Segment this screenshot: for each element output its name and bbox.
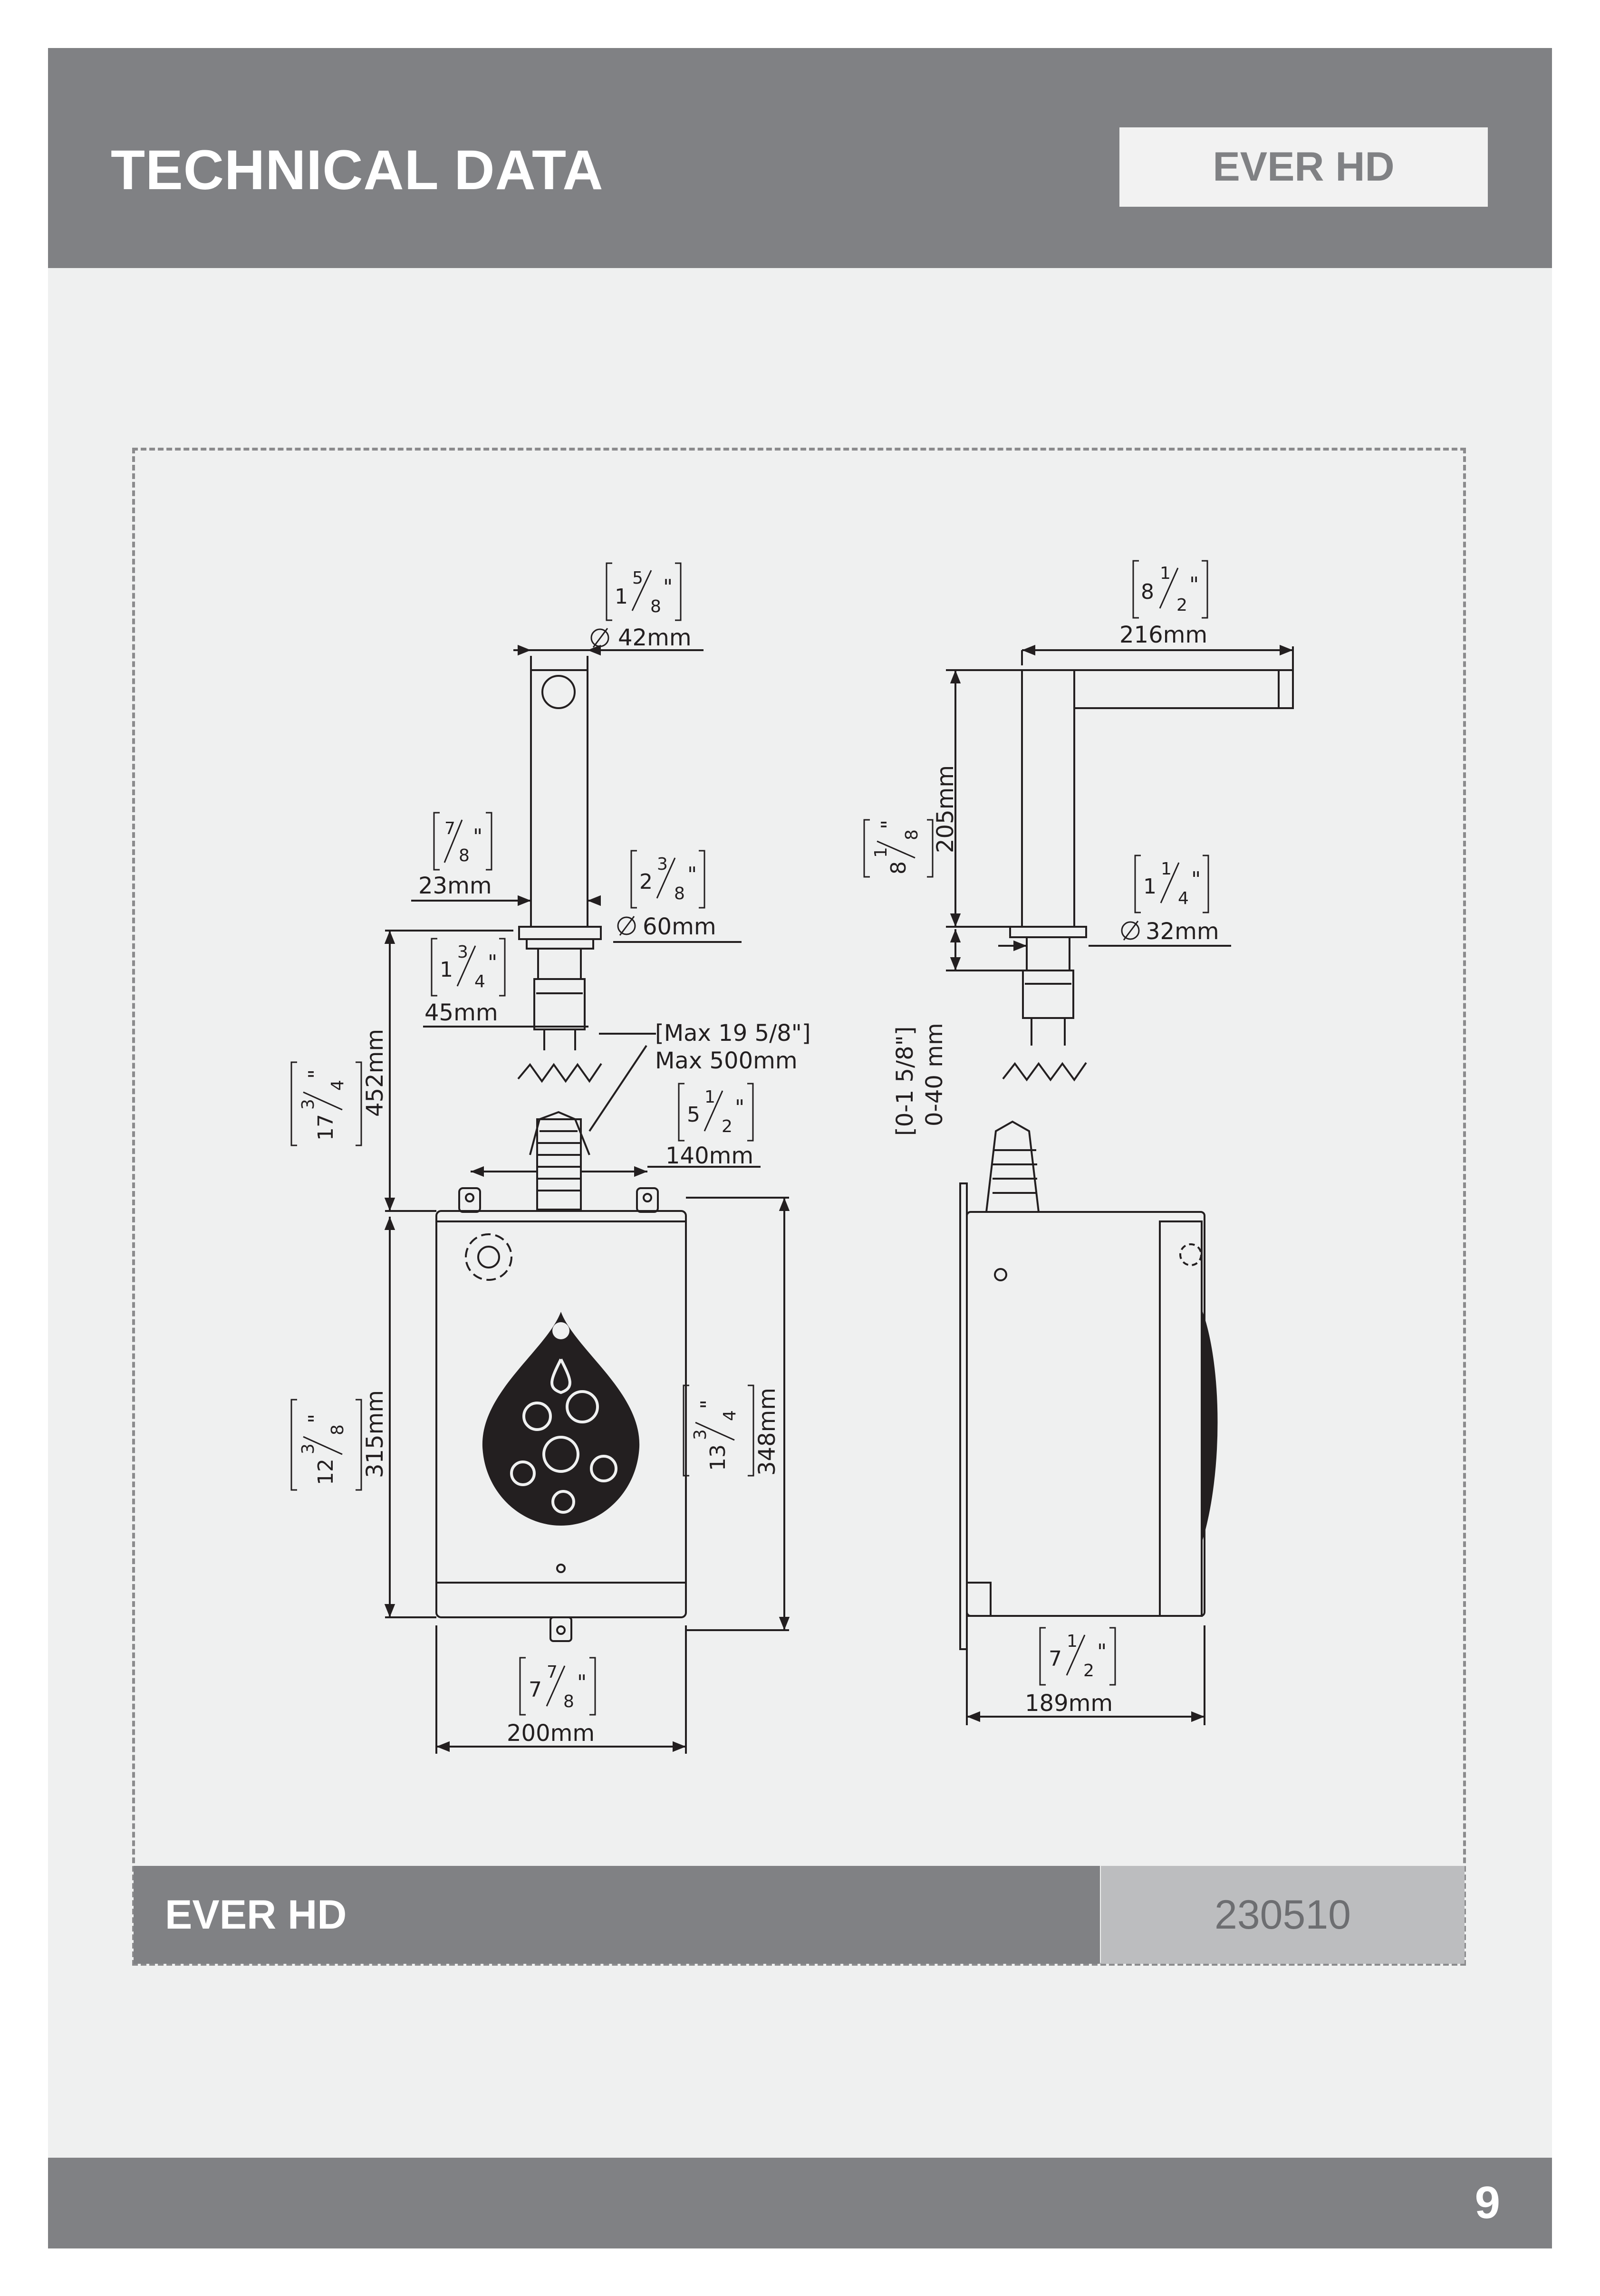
svg-text:": "	[304, 1414, 328, 1423]
svg-text:3: 3	[299, 1099, 318, 1110]
svg-text:": "	[1191, 867, 1201, 892]
svg-text:8: 8	[563, 1692, 574, 1711]
svg-text:2: 2	[1083, 1661, 1094, 1681]
svg-text:1: 1	[440, 958, 453, 982]
svg-text:1: 1	[1143, 874, 1157, 899]
svg-text:": "	[473, 825, 482, 849]
front-box	[435, 1111, 687, 1642]
svg-text:13: 13	[706, 1444, 730, 1471]
svg-text:[Max 19 5/8"]: [Max 19 5/8"]	[655, 1020, 811, 1047]
svg-text:8: 8	[328, 1424, 347, 1435]
svg-text:1: 1	[1067, 1632, 1078, 1651]
svg-text:3: 3	[691, 1429, 710, 1440]
svg-text:7: 7	[444, 819, 455, 838]
svg-text:4: 4	[474, 972, 485, 991]
svg-text:": "	[877, 820, 901, 829]
svg-text:5: 5	[687, 1103, 700, 1127]
svg-text:8: 8	[887, 861, 911, 874]
page-number: 9	[1475, 2177, 1500, 2228]
svg-text:189mm: 189mm	[1025, 1690, 1113, 1717]
svg-text:1: 1	[1161, 859, 1172, 879]
svg-text:5: 5	[632, 568, 643, 588]
svg-text:8: 8	[650, 597, 661, 616]
model-badge: EVER HD	[1119, 127, 1488, 207]
svg-text:0-40 mm: 0-40 mm	[921, 1023, 948, 1126]
svg-text:17: 17	[314, 1114, 338, 1141]
svg-text:[0-1 5/8"]: [0-1 5/8"]	[892, 1027, 918, 1136]
svg-text:8: 8	[459, 846, 470, 865]
svg-text:2: 2	[639, 870, 653, 894]
footer-model-bar: EVER HD	[134, 1866, 1100, 1964]
svg-text:": "	[687, 863, 697, 887]
dim-bracket-spacing: 5 1 2 " 140mm	[665, 1083, 754, 1169]
dim-box-depth: 7 1 2 " 189mm	[1025, 1627, 1116, 1717]
svg-text:4: 4	[328, 1080, 347, 1091]
svg-text:7: 7	[1049, 1647, 1062, 1671]
svg-text:452mm: 452mm	[362, 1029, 388, 1117]
svg-text:": "	[304, 1069, 328, 1079]
dim-body-width: 7 8 " 23mm	[418, 812, 492, 899]
svg-text:8: 8	[902, 829, 922, 840]
svg-text:42mm: 42mm	[618, 624, 692, 651]
svg-text:3: 3	[657, 855, 668, 874]
footer-model: EVER HD	[165, 1892, 347, 1938]
water-drop-art	[482, 1312, 640, 1526]
drawing-frame	[132, 448, 1466, 1966]
page-title: TECHNICAL DATA	[111, 139, 604, 202]
svg-text:12: 12	[314, 1459, 338, 1485]
svg-text:": "	[735, 1095, 744, 1120]
dim-deck-range: [0-1 5/8"] 0-40 mm	[892, 1023, 948, 1136]
dim-mount-diameter: 1 1 4 " 32mm	[1121, 855, 1219, 945]
svg-text:1: 1	[871, 847, 891, 858]
svg-text:348mm: 348mm	[754, 1388, 781, 1476]
dim-spout-reach: 8 1 2 " 216mm	[1119, 560, 1208, 648]
svg-text:Max 500mm: Max 500mm	[655, 1047, 798, 1074]
svg-text:4: 4	[720, 1410, 740, 1421]
dim-box-width: 7 7 8 " 200mm	[507, 1657, 596, 1747]
svg-text:205mm: 205mm	[932, 765, 959, 853]
svg-text:": "	[488, 951, 497, 975]
dim-spout-diameter: 1 5 8 " 42mm	[590, 562, 692, 651]
dim-box-height: 12 3 8 " 315mm	[290, 1390, 388, 1491]
front-tap	[517, 669, 602, 1083]
svg-text:8: 8	[1141, 580, 1154, 604]
svg-text:45mm: 45mm	[424, 999, 498, 1026]
svg-text:": "	[1189, 573, 1199, 597]
svg-text:1: 1	[1160, 564, 1171, 583]
svg-text:": "	[696, 1400, 721, 1409]
side-box	[959, 1120, 1218, 1650]
svg-text:7: 7	[529, 1678, 542, 1702]
dim-base-diameter: 2 3 8 " 60mm	[617, 850, 716, 940]
svg-text:8: 8	[674, 884, 685, 903]
svg-text:": "	[663, 575, 673, 599]
svg-text:1: 1	[704, 1087, 715, 1107]
side-tap	[1002, 669, 1294, 1082]
svg-text:140mm: 140mm	[665, 1143, 753, 1169]
svg-text:": "	[1097, 1640, 1107, 1664]
svg-text:2: 2	[722, 1117, 733, 1136]
svg-text:7: 7	[547, 1662, 558, 1682]
bottom-bar	[48, 2158, 1552, 2248]
dim-max-hose: [Max 19 5/8"] Max 500mm	[655, 1020, 811, 1074]
svg-text:216mm: 216mm	[1119, 622, 1207, 648]
svg-text:1: 1	[615, 585, 628, 609]
svg-text:2: 2	[1176, 596, 1187, 615]
svg-text:": "	[577, 1671, 587, 1695]
svg-text:315mm: 315mm	[362, 1390, 388, 1478]
dim-deck-to-box: 17 3 4 " 452mm	[290, 1029, 388, 1146]
svg-text:23mm: 23mm	[418, 873, 492, 899]
svg-text:3: 3	[457, 942, 468, 962]
dim-spout-height: 8 1 8 " 205mm	[863, 765, 959, 878]
svg-text:4: 4	[1178, 889, 1189, 908]
dim-shank-length: 1 3 4 " 45mm	[424, 938, 506, 1026]
svg-text:60mm: 60mm	[643, 913, 716, 940]
dim-box-total-height: 13 3 4 " 348mm	[683, 1384, 781, 1477]
svg-text:32mm: 32mm	[1146, 918, 1219, 945]
svg-text:3: 3	[299, 1443, 318, 1454]
svg-text:200mm: 200mm	[507, 1720, 595, 1747]
footer-code: 230510	[1101, 1866, 1465, 1964]
